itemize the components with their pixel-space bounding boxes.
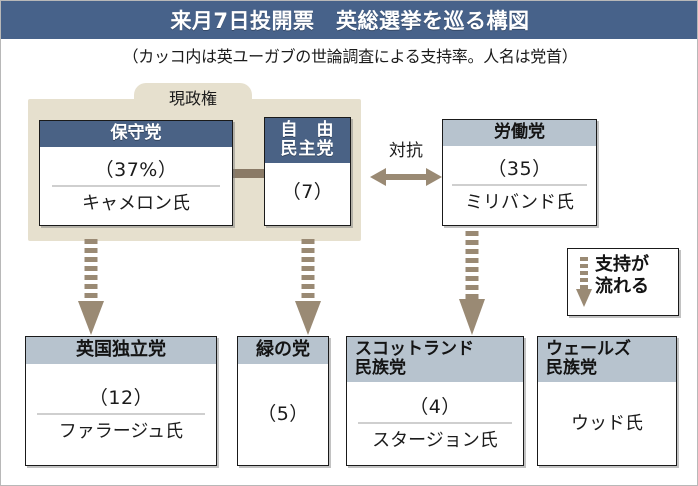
party-card-libdem: 自 由 民主党 （7） xyxy=(264,117,351,226)
party-name-plaid-line1: ウェールズ xyxy=(546,339,631,359)
coalition-connector xyxy=(231,169,267,178)
party-support-conservative: （37%） xyxy=(94,158,178,181)
divider-rule xyxy=(51,184,221,187)
party-name-libdem-line1: 自 由 xyxy=(280,120,335,140)
party-card-plaid: ウェールズ 民族党 ウッド氏 xyxy=(537,336,677,466)
party-support-green: （5） xyxy=(257,403,309,426)
party-name-green: 緑の党 xyxy=(238,337,328,365)
party-name-conservative: 保守党 xyxy=(40,121,232,148)
legend-text: 支持が 流れる xyxy=(595,254,675,298)
support-flow-arrow-conservative-icon xyxy=(78,239,104,335)
party-card-snp: スコットランド 民族党 （4） スタージョン氏 xyxy=(346,336,524,466)
party-support-labour: （35） xyxy=(487,158,552,181)
legend-text-line2: 流れる xyxy=(595,275,649,297)
party-leader-conservative: キャメロン氏 xyxy=(82,192,190,214)
support-flow-arrow-labour-icon xyxy=(459,231,485,335)
party-card-labour: 労働党 （35） ミリバンド氏 xyxy=(442,119,597,226)
party-support-snp: （4） xyxy=(409,396,461,419)
divider-rule xyxy=(452,184,587,187)
party-body-plaid: ウッド氏 xyxy=(538,382,676,462)
party-name-plaid-line2: 民族党 xyxy=(546,358,597,379)
party-name-plaid: ウェールズ 民族党 xyxy=(538,337,676,383)
party-name-snp: スコットランド 民族党 xyxy=(347,337,523,383)
header-band: 来月7日投開票 英総選挙を巡る構図 xyxy=(1,1,697,39)
party-name-snp-line2: 民族党 xyxy=(355,358,406,379)
divider-rule xyxy=(357,422,513,425)
party-body-ukip: （12） ファラージュ氏 xyxy=(26,364,216,461)
party-body-libdem: （7） xyxy=(265,163,350,218)
coalition-label: 現政権 xyxy=(168,89,217,108)
party-name-libdem: 自 由 民主党 xyxy=(265,118,350,164)
party-name-libdem-line2: 民主党 xyxy=(280,139,335,160)
party-body-snp: （4） スタージョン氏 xyxy=(347,382,523,462)
party-leader-ukip: ファラージュ氏 xyxy=(58,420,184,442)
opposition-double-arrow-icon xyxy=(370,168,442,186)
party-body-labour: （35） ミリバンド氏 xyxy=(443,146,596,222)
party-name-ukip: 英国独立党 xyxy=(26,337,216,365)
party-name-labour: 労働党 xyxy=(443,120,596,147)
support-flow-arrow-libdem-icon xyxy=(295,239,321,335)
party-card-ukip: 英国独立党 （12） ファラージュ氏 xyxy=(25,336,217,466)
page-title: 来月7日投開票 英総選挙を巡る構図 xyxy=(170,9,530,33)
party-support-libdem: （7） xyxy=(281,181,334,204)
party-card-conservative: 保守党 （37%） キャメロン氏 xyxy=(39,120,233,226)
party-leader-plaid: ウッド氏 xyxy=(571,413,643,435)
party-body-green: （5） xyxy=(238,364,328,461)
party-name-snp-line1: スコットランド xyxy=(355,339,474,359)
party-card-green: 緑の党 （5） xyxy=(237,336,329,466)
party-leader-labour: ミリバンド氏 xyxy=(465,192,574,214)
divider-rule xyxy=(37,412,205,415)
subtitle-note: （カッコ内は英ユーガブの世論調査による支持率。人名は党首） xyxy=(122,47,578,66)
legend-text-line1: 支持が xyxy=(595,254,649,275)
legend-flow-arrow-icon xyxy=(576,257,592,307)
party-support-ukip: （12） xyxy=(88,386,154,409)
party-leader-snp: スタージョン氏 xyxy=(372,430,498,452)
party-body-conservative: （37%） キャメロン氏 xyxy=(40,147,232,222)
opposition-label: 対抗 xyxy=(389,141,423,161)
